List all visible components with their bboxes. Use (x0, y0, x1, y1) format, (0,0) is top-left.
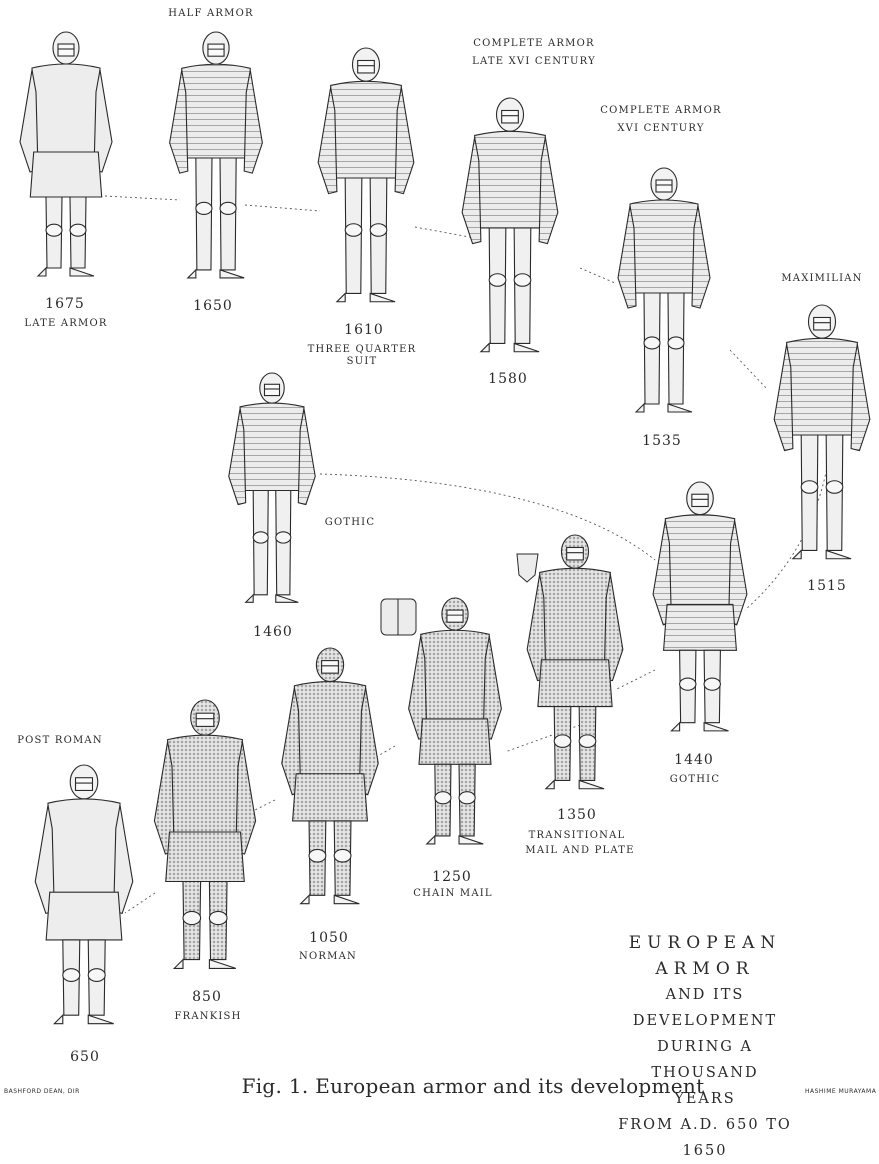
armor-figure-1050 (282, 648, 378, 904)
name-chain-mail: CHAIN MAIL (413, 888, 493, 899)
credit-right: HASHIME MURAYAMA (805, 1088, 876, 1095)
armor-figure-1675 (20, 32, 112, 276)
year-1580: 1580 (488, 371, 528, 387)
title-line-1: EUROPEAN ARMOR (618, 930, 792, 982)
armor-figure-1440 (653, 482, 747, 731)
name-frankish: FRANKISH (174, 1011, 241, 1022)
plate-title: EUROPEAN ARMOR AND ITS DEVELOPMENT DURIN… (618, 930, 792, 1164)
armor-figure-1250 (409, 598, 502, 844)
year-1250: 1250 (432, 869, 472, 885)
year-1050: 1050 (309, 930, 349, 946)
armor-figure-1650 (170, 32, 263, 278)
armor-figure-1515 (774, 305, 870, 559)
year-850: 850 (192, 989, 222, 1005)
year-1650: 1650 (193, 298, 233, 314)
armor-figure-1610 (318, 48, 414, 302)
name-transitional: TRANSITIONAL (529, 830, 626, 841)
year-1460: 1460 (253, 624, 293, 640)
year-1675: 1675 (45, 296, 85, 312)
year-1350: 1350 (557, 807, 597, 823)
name-gothic-1440: GOTHIC (670, 774, 720, 785)
name-suit: SUIT (347, 356, 378, 367)
heading-xvi-century: XVI CENTURY (617, 123, 704, 134)
name-gothic-1460: GOTHIC (325, 517, 375, 528)
name-mail-and-plate: MAIL AND PLATE (525, 845, 634, 856)
armor-figure-1350 (527, 535, 623, 789)
armor-figure-850 (154, 700, 255, 968)
title-line-4: FROM A.D. 650 TO 1650 (618, 1112, 792, 1164)
armor-figure-1460 (229, 373, 315, 602)
credit-left: BASHFORD DEAN, DIR (4, 1088, 80, 1095)
title-line-2: AND ITS DEVELOPMENT (618, 982, 792, 1034)
armor-figure-650 (35, 765, 133, 1024)
name-three-quarter: THREE QUARTER (308, 344, 417, 355)
year-1610: 1610 (344, 322, 384, 338)
heading-late-xvi-century: LATE XVI CENTURY (472, 56, 596, 67)
armor-figure-1580 (462, 98, 558, 352)
year-1535: 1535 (642, 433, 682, 449)
heading-complete-armor-xvi: COMPLETE ARMOR (600, 105, 721, 116)
year-1515: 1515 (807, 578, 847, 594)
year-650: 650 (70, 1049, 100, 1065)
heading-half-armor: HALF ARMOR (168, 8, 253, 19)
figure-caption: Fig. 1. European armor and its developme… (242, 1074, 705, 1098)
heading-complete-armor-late: COMPLETE ARMOR (473, 38, 594, 49)
armor-figure-1535 (618, 168, 710, 412)
heading-post-roman: POST ROMAN (17, 735, 103, 746)
year-1440: 1440 (674, 752, 714, 768)
name-late-armor: LATE ARMOR (24, 318, 107, 329)
title-line-3: DURING A THOUSAND YEARS (618, 1034, 792, 1112)
name-norman: NORMAN (299, 951, 357, 962)
heading-maximilian: MAXIMILIAN (781, 273, 862, 284)
